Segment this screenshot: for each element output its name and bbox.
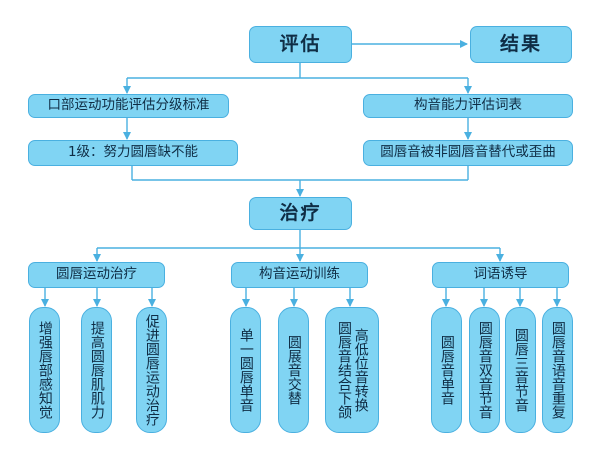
item-rounded-two-syllable: 圆唇音双音节音 <box>469 307 500 433</box>
category-word-induction: 词语诱导 <box>432 262 569 288</box>
finding-substitution-node: 圆唇音被非圆唇音替代或歪曲 <box>363 140 573 166</box>
item-single-rounded-vowel: 单一圆唇单音 <box>230 307 261 433</box>
treatment-node: 治疗 <box>249 197 352 230</box>
category-lip-rounding-therapy: 圆唇运动治疗 <box>28 262 165 288</box>
oral-motor-grading-node: 口部运动功能评估分级标准 <box>28 94 229 118</box>
result-node: 结果 <box>470 26 572 63</box>
item-rounded-three-syllable: 圆唇三音节音 <box>505 307 536 433</box>
articulation-wordlist-node: 构音能力评估词表 <box>363 94 573 118</box>
finding-lip-rounding-node: 1级：努力圆唇缺不能 <box>28 140 238 166</box>
item-lip-sensation: 增强唇部感知觉 <box>29 307 60 433</box>
item-rounded-single-syllable: 圆唇音单音 <box>431 307 462 433</box>
category-articulation-training: 构音运动训练 <box>231 262 368 288</box>
item-lip-muscle-strength: 提高圆唇肌肌力 <box>81 307 112 433</box>
item-rounded-repetition: 圆唇音语音重复 <box>542 307 573 433</box>
assessment-node: 评估 <box>249 26 352 63</box>
item-lip-motion-therapy: 促进圆唇运动治疗 <box>136 307 167 433</box>
item-round-spread-alternation: 圆展音交替 <box>278 307 309 433</box>
item-high-low-transition: 高低位音转换 圆唇音结合下颌 <box>325 307 379 433</box>
